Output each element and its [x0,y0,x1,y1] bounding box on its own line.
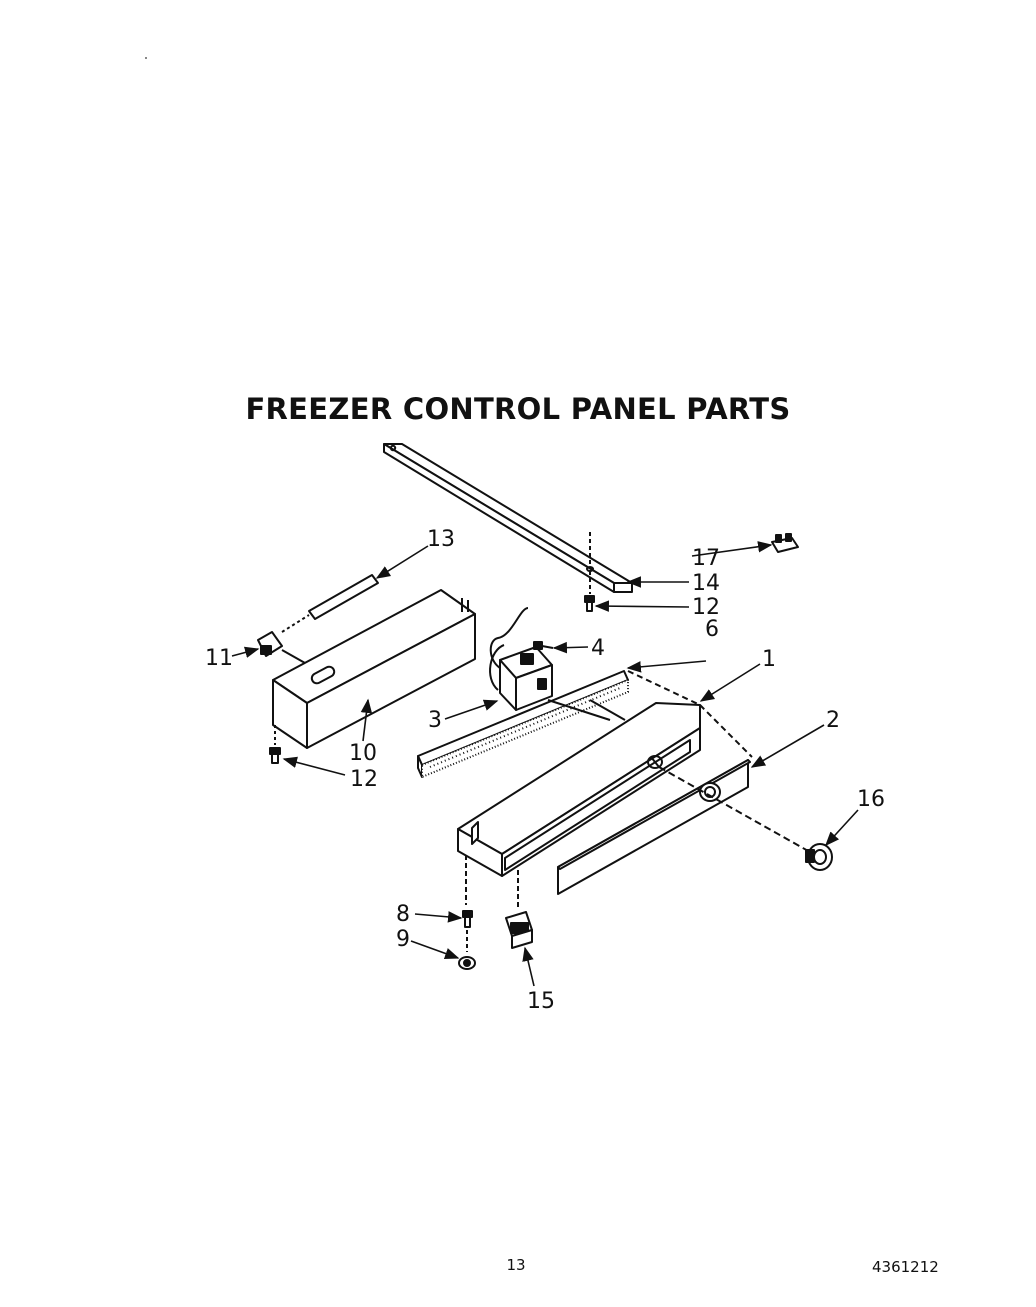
document-number: 4361212 [872,1258,939,1276]
screw-12-left [269,725,281,764]
clamp-part-11 [257,631,306,664]
left-bracket-part [272,589,476,749]
callout-1: 1 [762,647,776,672]
callout-2: 2 [826,708,840,733]
top-bracket-part [383,443,633,594]
insulation-strip-part-6 [417,670,629,778]
clip-part-17 [771,533,799,553]
callout-4: 4 [591,636,605,661]
callout-14: 14 [692,571,720,596]
callout-13: 13 [427,527,455,552]
callout-6: 6 [705,617,719,642]
diagram-title: FREEZER CONTROL PANEL PARTS [245,392,791,426]
sensor-tube-part-13 [281,574,379,633]
callout-16: 16 [857,787,885,812]
thermostat-part-3 [489,607,553,711]
screw-part-8 [462,910,473,952]
screw-12-top [584,595,595,612]
leader-lines [231,541,859,987]
front-panel-part-2 [557,759,811,895]
callout-11: 11 [205,646,233,671]
control-housing-part-1 [457,670,753,908]
callout-10: 10 [349,741,377,766]
knob-part-16 [805,843,833,871]
callout-12-top: 12 [692,595,720,620]
callout-3: 3 [428,708,442,733]
washer-part-9 [458,956,476,970]
callout-9: 9 [396,927,410,952]
callout-17: 17 [692,546,720,571]
screw-part-4 [533,641,554,650]
switch-part-15 [505,911,533,949]
page-number: 13 [506,1256,526,1274]
callout-12-left: 12 [350,767,378,792]
callout-8: 8 [396,902,410,927]
scan-speck [145,57,147,59]
callout-labels: 13 17 14 12 4 6 1 2 16 11 3 10 12 8 9 15 [205,527,885,1014]
callout-15: 15 [527,989,555,1014]
